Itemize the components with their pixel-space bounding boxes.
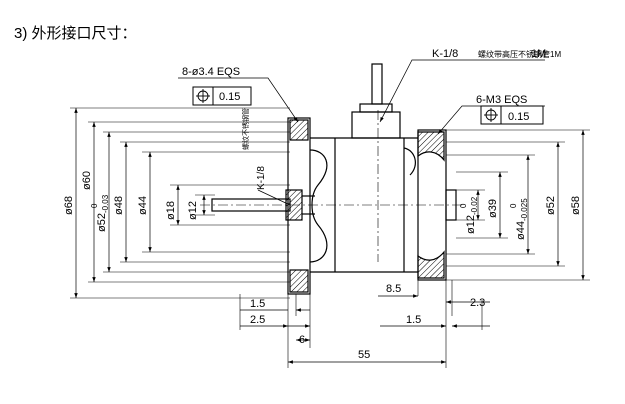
extension-lines: [70, 107, 590, 368]
position-symbols: [196, 89, 498, 122]
dim-d12: ø12: [187, 201, 199, 220]
right-flange-hatch-top: [417, 131, 445, 162]
dim-d52: ø52: [545, 196, 557, 215]
dim-l15b: 1.5: [406, 314, 421, 326]
dim-d52a-upper: 0: [90, 203, 99, 208]
leader-thread-top: [379, 59, 545, 123]
side-fitting: [285, 189, 303, 221]
centerlines: [200, 110, 465, 262]
dim-l85: 8.5: [386, 283, 401, 295]
dim-d18: ø18: [165, 201, 177, 220]
dim-l23: 2.3: [470, 297, 485, 309]
length-dim-lines: [240, 294, 490, 364]
right-flange-hatch-bottom: [417, 250, 445, 279]
dim-l25: 2.5: [250, 314, 265, 326]
section-heading: 3) 外形接口尺寸：: [14, 25, 137, 42]
holes-left-callout: 8-ø3.4 EQS: [182, 66, 240, 78]
dim-d58: ø58: [570, 196, 582, 215]
leader-holes-left: [178, 77, 299, 123]
left-flange-hatch-bottom: [289, 269, 309, 293]
dim-d68: ø68: [63, 196, 75, 215]
thread-top-length: 1M: [531, 48, 546, 60]
top-fitting: [351, 111, 401, 139]
tolerance-frame-left: [192, 86, 252, 106]
thread-side-note: 螺纹不锈钢管: [241, 108, 250, 150]
tolerance-left-value: 0.15: [219, 91, 240, 103]
holes-right-callout: 6-M3 EQS: [476, 94, 527, 106]
dim-d48: ø48: [113, 196, 125, 215]
thread-side-callout: K-1/8: [256, 166, 267, 190]
dim-l6: 6: [299, 334, 305, 346]
part-outline: [211, 63, 457, 295]
dim-l15a: 1.5: [250, 298, 265, 310]
dim-d44: ø44: [137, 196, 149, 215]
tolerance-frame-right: [480, 105, 544, 125]
diameter-dim-lines-right: [476, 130, 585, 280]
dim-d60: ø60: [81, 171, 93, 190]
tolerance-right-value: 0.15: [508, 111, 529, 123]
dim-d44b: ø44-0.025: [515, 198, 529, 240]
diameter-dim-lines-left: [74, 108, 206, 298]
thread-top-callout: K-1/8: [432, 48, 458, 60]
dim-l55: 55: [358, 349, 370, 361]
thread-top-note: 螺纹带高压不锈钢管1M: [478, 49, 561, 59]
dim-d12b-upper: 0: [459, 203, 468, 208]
dim-d39: ø39: [487, 199, 499, 218]
top-tube: [371, 63, 383, 105]
dim-d44b-upper: 0: [509, 203, 518, 208]
leader-thread-side: [257, 189, 291, 206]
dim-d12b: ø12-0.02: [465, 196, 479, 234]
dim-d52a: ø52-0.03: [96, 194, 110, 232]
leaders: [178, 59, 545, 206]
left-flange-hatch-top: [289, 119, 309, 141]
